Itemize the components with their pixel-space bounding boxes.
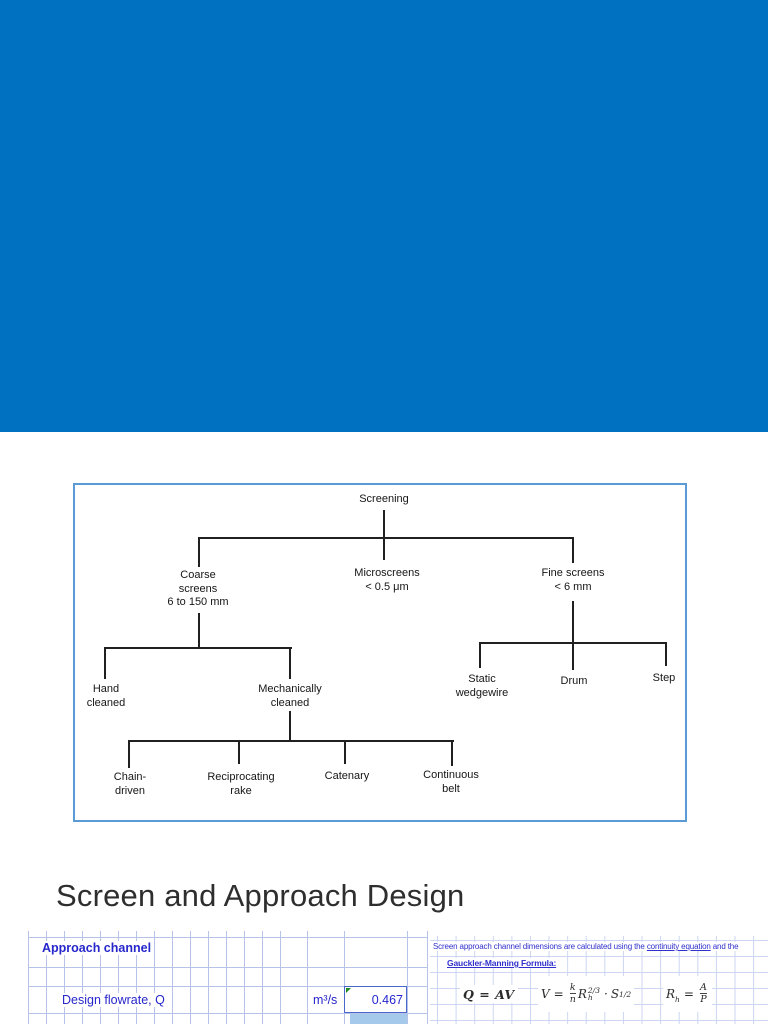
node-continuous-belt: Continuous belt (423, 769, 479, 795)
node-coarse-screens: Coarse screens 6 to 150 mm (167, 569, 229, 608)
radius-subscript: h (675, 995, 680, 1004)
connector-line (451, 740, 453, 766)
connector-line (572, 642, 574, 670)
gridline (172, 931, 173, 1024)
gridline (100, 931, 101, 1024)
note-text-end: and the (710, 942, 739, 951)
r-superscript: 2/3 (587, 985, 600, 995)
flowrate-value-cell: 0.467 (344, 986, 407, 1013)
node-screening: Screening (359, 493, 409, 505)
node-catenary: Catenary (324, 770, 370, 782)
gridline (82, 931, 83, 1024)
r-subscript: h (587, 993, 593, 1002)
radius-lhs: R (666, 987, 676, 1001)
gridline (307, 931, 308, 1024)
connector-line (198, 537, 200, 567)
manning-lhs: V (541, 987, 550, 1001)
flowrate-row-label: Design flowrate, Q (62, 993, 168, 1007)
connector-line (289, 711, 291, 742)
gridline (28, 967, 428, 968)
connector-line (198, 613, 200, 649)
slide-blue-background (0, 0, 768, 432)
connector-line (479, 642, 481, 668)
connector-line (198, 537, 574, 539)
continuity-equation-link[interactable]: continuity equation (646, 942, 711, 951)
gridline (244, 931, 245, 1024)
node-microscreens: Microscreens < 0.5 μm (354, 567, 420, 593)
table-section-header: Approach channel (42, 941, 155, 955)
gridline (208, 931, 209, 1024)
hydraulic-radius-formula: R h = A P (663, 976, 712, 1012)
fraction-denominator: n (569, 993, 576, 1005)
selected-cell (350, 1014, 407, 1024)
screening-flowchart: Screening Coarse screens 6 to 150 mm Mic… (73, 483, 687, 822)
design-note-text: Screen approach channel dimensions are c… (432, 942, 740, 951)
connector-line (104, 647, 106, 679)
connector-line (572, 537, 574, 563)
slope-symbol: S (610, 987, 620, 1001)
gauckler-manning-link[interactable]: Gauckler-Manning Formula: (447, 958, 557, 968)
connector-line (383, 510, 385, 560)
connector-line (665, 642, 667, 666)
gridline (226, 931, 227, 1024)
node-fine-screens: Fine screens < 6 mm (541, 567, 605, 593)
node-mechanically-cleaned: Mechanically cleaned (258, 683, 322, 709)
gridline (28, 931, 29, 1024)
node-static-wedgewire: Static wedgewire (455, 673, 509, 699)
node-hand-cleaned: Hand cleaned (86, 683, 126, 709)
connector-line (238, 740, 240, 764)
fraction-numerator: k (569, 982, 576, 994)
equals-sign: = (553, 987, 564, 1001)
node-step: Step (652, 672, 676, 684)
node-chain-driven: Chain- driven (113, 771, 147, 797)
flowrate-unit: m³/s (313, 993, 338, 1007)
k-over-n-fraction: k n (569, 982, 576, 1005)
page-title: Screen and Approach Design (56, 878, 465, 913)
flowrate-value: 0.467 (371, 992, 403, 1007)
multiplication-dot: · (603, 987, 608, 1001)
cell-error-indicator-icon (346, 988, 351, 993)
gridline (28, 937, 428, 938)
connector-line (344, 740, 346, 764)
gridline (407, 931, 408, 1024)
manning-formula: V = k n R 2/3 h · S 1/2 (538, 976, 635, 1012)
fraction-numerator: A (699, 982, 707, 994)
gridline (64, 931, 65, 1024)
connector-line (289, 647, 291, 679)
equals-sign: = (683, 987, 694, 1001)
gridline (280, 931, 281, 1024)
gridline (136, 931, 137, 1024)
fraction-denominator: P (700, 993, 707, 1005)
r-scripts: 2/3 h (587, 985, 600, 1002)
connector-line (128, 740, 130, 768)
a-over-p-fraction: A P (700, 983, 707, 1005)
gridline (118, 931, 119, 1024)
hydraulic-radius-symbol: R (577, 987, 587, 1001)
slope-exponent: 1/2 (619, 989, 632, 999)
gridline (262, 931, 263, 1024)
gridline (46, 931, 47, 1024)
node-reciprocating-rake: Reciprocating rake (207, 771, 275, 797)
gridline (190, 931, 191, 1024)
design-notes-panel: Screen approach channel dimensions are c… (430, 936, 768, 1024)
flowchart-canvas: Screening Coarse screens 6 to 150 mm Mic… (75, 485, 685, 820)
gridline (344, 931, 345, 1024)
continuity-formula: Q = AV (460, 985, 518, 1003)
note-text-start: Screen approach channel dimensions are c… (433, 942, 647, 951)
gridline (154, 931, 155, 1024)
gridline (427, 931, 428, 1024)
connector-line (572, 601, 574, 644)
gridline (28, 1013, 428, 1014)
node-drum: Drum (560, 675, 588, 687)
approach-channel-table: Approach channel Design flowrate, Q m³/s… (28, 931, 428, 1024)
connector-line (128, 740, 454, 742)
gridline (28, 986, 428, 987)
